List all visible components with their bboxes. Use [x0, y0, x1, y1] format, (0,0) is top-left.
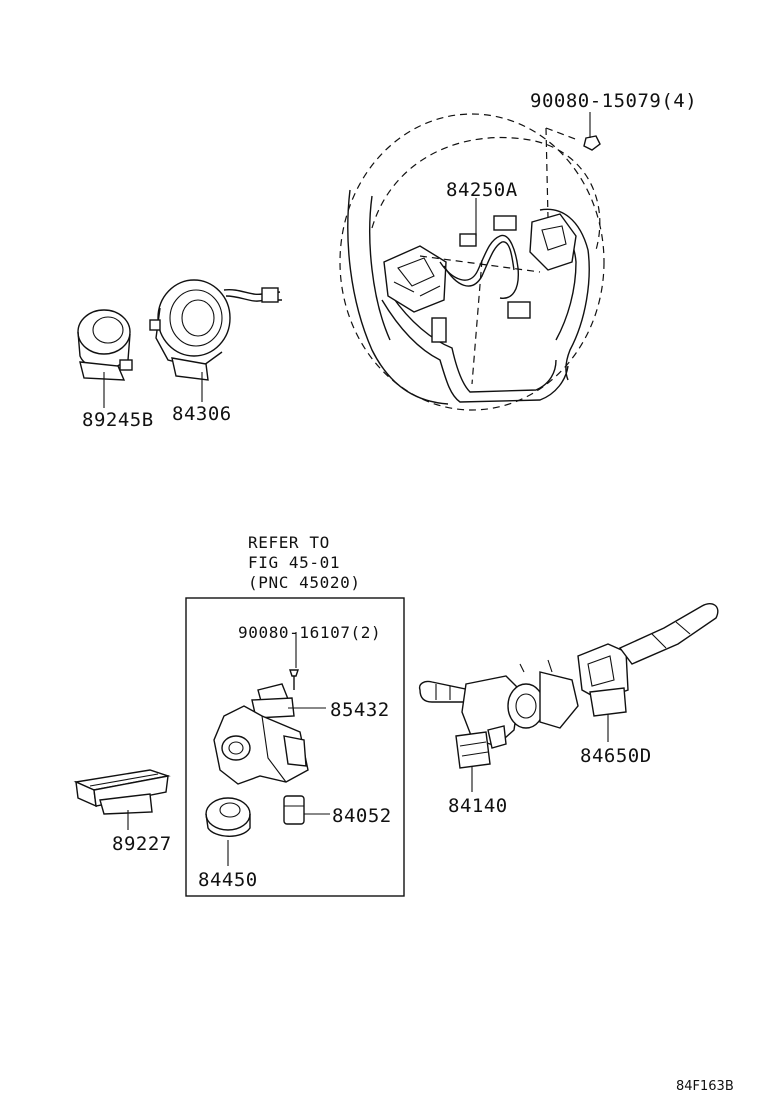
label-key-housing: 84052 [332, 805, 392, 827]
spiral-cable-cover-illustration [77, 309, 133, 381]
leader-lines [103, 112, 609, 866]
label-bolt-wheel: 90080-15079(4) [530, 90, 697, 112]
figure-code: 84F163B [676, 1079, 734, 1094]
label-switch-wheel: 84250A [446, 179, 518, 201]
label-ring-switch: 84450 [198, 869, 258, 891]
label-screw-lock: 90080-16107(2) [238, 623, 381, 642]
transponder-amplifier-illustration [73, 769, 171, 815]
ignition-lock-illustration [205, 669, 309, 837]
steering-wheel-illustration [339, 113, 605, 411]
wiper-switch-illustration [577, 602, 719, 717]
label-refer-line1: REFER TO [248, 533, 330, 552]
label-wiper-switch: 84650D [580, 745, 652, 767]
spiral-cable-illustration [149, 279, 282, 381]
part-labels: 90080-15079(4) 84250A 89245B 84306 REFER… [82, 90, 734, 1094]
label-combination-switch: 84140 [448, 795, 508, 817]
label-spiral-cable-cover: 89245B [82, 409, 154, 431]
label-lock-cylinder: 85432 [330, 699, 390, 721]
reference-box [185, 597, 405, 897]
label-spiral-cable: 84306 [172, 403, 232, 425]
label-refer-line2: FIG 45-01 [248, 553, 340, 572]
combination-switch-illustration [418, 659, 579, 769]
label-refer-line3: (PNC 45020) [248, 573, 361, 592]
label-transponder: 89227 [112, 833, 172, 855]
